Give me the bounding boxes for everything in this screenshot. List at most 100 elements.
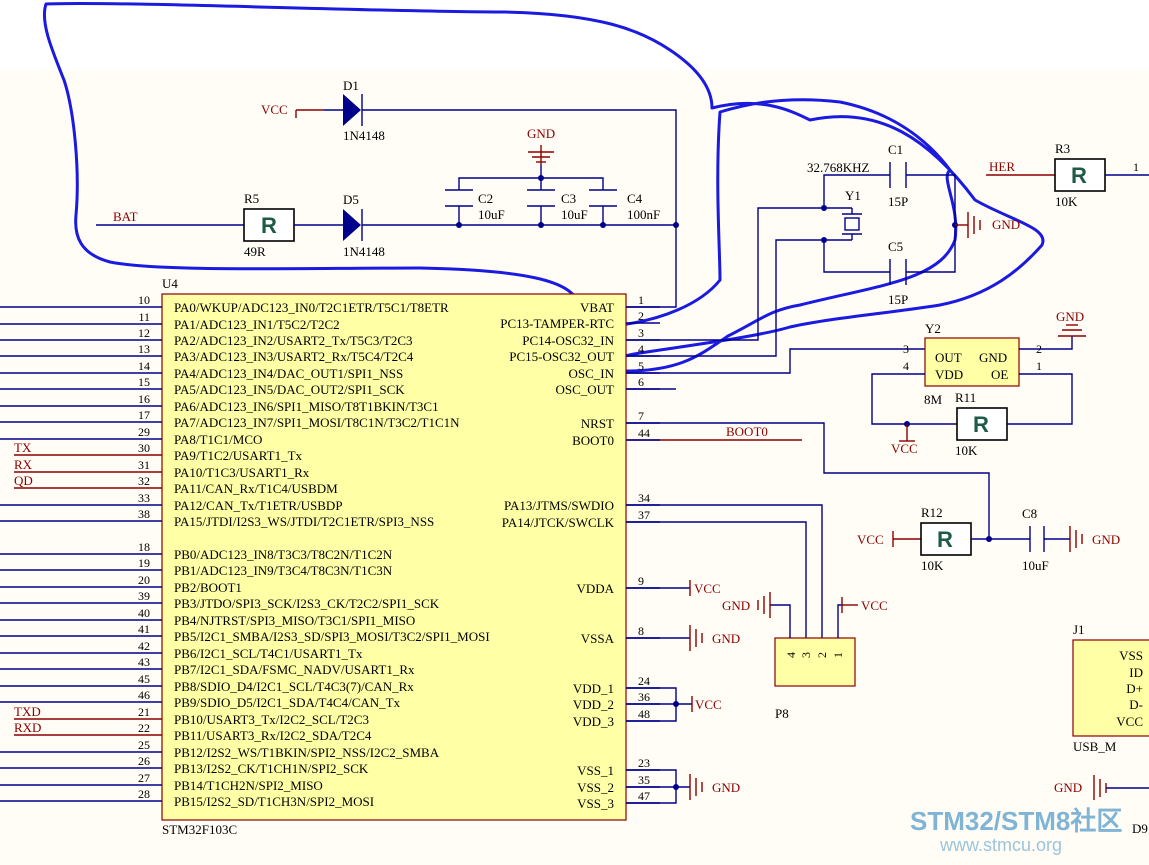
u4-left-pin-name: PA15/JTDI/I2S3_WS/JTDI/T2C1ETR/SPI3_NSS: [174, 514, 434, 529]
u4-right-pin-name: PA14/JTCK/SWCLK: [502, 515, 615, 530]
d9-ref: D9: [1132, 821, 1148, 836]
watermark-url: www.stmcu.org: [939, 835, 1062, 855]
u4-left-pin-name: PB15/I2S2_SD/T1CH3N/SPI2_MOSI: [174, 794, 374, 809]
u4-right-pin-number: 34: [638, 491, 650, 505]
y2-pin-oe: OE: [991, 367, 1008, 382]
u4-right-pin-name: VSSA: [581, 631, 615, 646]
r5-glyph: R: [261, 213, 277, 238]
u4-right-pin-name: NRST: [581, 416, 614, 431]
j1-pin-vcc: VCC: [1116, 714, 1143, 729]
u4-left-pin-name: PA5/ADC123_IN5/DAC_OUT2/SPI1_SCK: [174, 382, 405, 397]
d1-ref: D1: [343, 78, 359, 93]
u4-left-pin-number: 29: [138, 425, 150, 439]
u4-left-pin-name: PB5/I2C1_SMBA/I2S3_SD/SPI3_MOSI/T3C2/SPI…: [174, 629, 490, 644]
u4-part: STM32F103C: [162, 822, 237, 837]
u4-left-pin-name: PA10/T1C3/USART1_Rx: [174, 465, 310, 480]
u4-right-pin-name: VSS_3: [577, 796, 614, 811]
u4-left-pin-name: PB14/T1CH2N/SPI2_MISO: [174, 778, 323, 793]
r5-value: 49R: [244, 244, 266, 259]
u4-left-pin-name: PA4/ADC123_IN4/DAC_OUT1/SPI1_NSS: [174, 366, 403, 381]
u4-right-pin-number: 6: [638, 375, 644, 389]
battery-branch: BAT R R5 49R D5 1N4148 C2 10uF C3 10uF C…: [96, 126, 679, 259]
u4-left-pin-number: 20: [138, 573, 150, 587]
boot0-net-label: BOOT0: [726, 424, 768, 439]
u4-right-pin-number: 47: [638, 789, 650, 803]
u4-left-pin-name: PB0/ADC123_IN8/T3C3/T8C2N/T1C2N: [174, 547, 393, 562]
y2-ref: Y2: [925, 321, 941, 336]
y1-ref: Y1: [845, 188, 861, 203]
u4-right-pin-number: 2: [638, 309, 644, 323]
u4-left-pin-number: 42: [138, 639, 150, 653]
u4-left-pin-number: 15: [138, 375, 150, 389]
y2-pinnum-4: 4: [903, 359, 909, 373]
c8-ref: C8: [1022, 506, 1037, 521]
u4-left-pin-number: 26: [138, 754, 150, 768]
r12-ref: R12: [921, 505, 943, 520]
u4-left-pin-name: PB10/USART3_Tx/I2C2_SCL/T2C3: [174, 712, 369, 727]
gnd-label-caps: GND: [527, 126, 555, 141]
u4-right-pin-name: PC15-OSC32_OUT: [509, 349, 614, 364]
rtc-crystal-section: 32.768KHZ Y1 C1 15P C5 15P GND: [626, 142, 1020, 357]
u4-right-pin-number: 23: [638, 756, 650, 770]
d5-ref: D5: [343, 192, 359, 207]
u4-left-pin-name: PB7/I2C1_SDA/FSMC_NADV/USART1_Rx: [174, 662, 415, 677]
r12-glyph: R: [937, 527, 953, 552]
u4-right-pin-number: 35: [638, 773, 650, 787]
u4-left-pin-number: 38: [138, 507, 150, 521]
u4-right-pin-name: PC14-OSC32_IN: [522, 333, 614, 348]
u4-net-label: TX: [14, 440, 32, 455]
c1-value: 15P: [888, 194, 908, 209]
gnd-label-vssa: GND: [712, 631, 740, 646]
watermark-brand: STM32/STM8社区: [910, 806, 1122, 836]
j1-pin-vss: VSS: [1119, 648, 1143, 663]
u4-left-pin-number: 25: [138, 738, 150, 752]
u4-left-pin-number: 30: [138, 441, 150, 455]
u4-right-pin-number: 9: [638, 574, 644, 588]
u4-left-pin-number: 32: [138, 474, 150, 488]
u4-left-pin-number: 10: [138, 293, 150, 307]
u4-right-pin-number: 37: [638, 508, 650, 522]
u4-right-pin-name: OSC_IN: [568, 366, 614, 381]
u4-right-pin-name: VDD_2: [573, 697, 614, 712]
hse-oscillator-section: Y2 OUT GND VDD OE 3 2 4 1 8M GND VCC R R…: [626, 309, 1086, 458]
u4-right-pin-number: 36: [638, 690, 650, 704]
u4-right-pins: 1VBAT2PC13-TAMPER-RTC3PC14-OSC32_IN4PC15…: [500, 293, 660, 811]
u4-left-pin-name: PA9/T1C2/USART1_Tx: [174, 448, 303, 463]
u4-left-pin-number: 39: [138, 589, 150, 603]
d5-value: 1N4148: [343, 244, 385, 259]
u4-left-pin-number: 27: [138, 771, 150, 785]
u4-right-pin-number: 7: [638, 409, 644, 423]
resistor-r11: [956, 407, 1008, 441]
vcc-label-r12: VCC: [857, 532, 884, 547]
gnd-label-vss: GND: [712, 780, 740, 795]
resistor-r5: [243, 208, 295, 242]
header-p8: [774, 637, 856, 687]
u4-right-pin-number: 1: [638, 293, 644, 307]
u4-right-pin-name: OSC_OUT: [555, 382, 614, 397]
usb-connector-j1: [1072, 639, 1149, 737]
u4-left-pin-name: PB1/ADC123_IN9/T3C4/T8C3N/T1C3N: [174, 563, 393, 578]
u4-left-pin-name: PA6/ADC123_IN6/SPI1_MISO/T8T1BKIN/T3C1: [174, 399, 439, 414]
u4-left-pin-name: PA3/ADC123_IN3/USART2_Rx/T5C4/T2C4: [174, 349, 414, 364]
r3-pin-number: 1: [1133, 160, 1139, 174]
swd-header-section: P8 4 3 2 1 GND VCC: [626, 504, 888, 721]
vcc-label-vdda: VCC: [694, 581, 721, 596]
r11-glyph: R: [973, 412, 989, 437]
u4-left-pin-name: PB6/I2C1_SCL/T4C1/USART1_Tx: [174, 646, 363, 661]
crystal-y1: [844, 217, 860, 231]
gnd-label-y1: GND: [992, 217, 1020, 232]
p8-pin-3: 3: [799, 652, 813, 658]
u4-right-pin-number: 4: [638, 342, 644, 356]
diode-d5-body: [343, 209, 361, 241]
c5-ref: C5: [888, 239, 903, 254]
u4-left-pin-number: 17: [138, 408, 150, 422]
u4-left-pin-name: PB12/I2S2_WS/T1BKIN/SPI2_NSS/I2C2_SMBA: [174, 745, 440, 760]
u4-left-pin-number: 11: [138, 310, 150, 324]
y2-pinnum-1: 1: [1036, 359, 1042, 373]
y2-pin-out: OUT: [935, 350, 962, 365]
u4-right-pin-number: 3: [638, 326, 644, 340]
u4-left-pin-number: 12: [138, 326, 150, 340]
r12-value: 10K: [921, 558, 944, 573]
j1-pin-dminus: D-: [1129, 697, 1143, 712]
